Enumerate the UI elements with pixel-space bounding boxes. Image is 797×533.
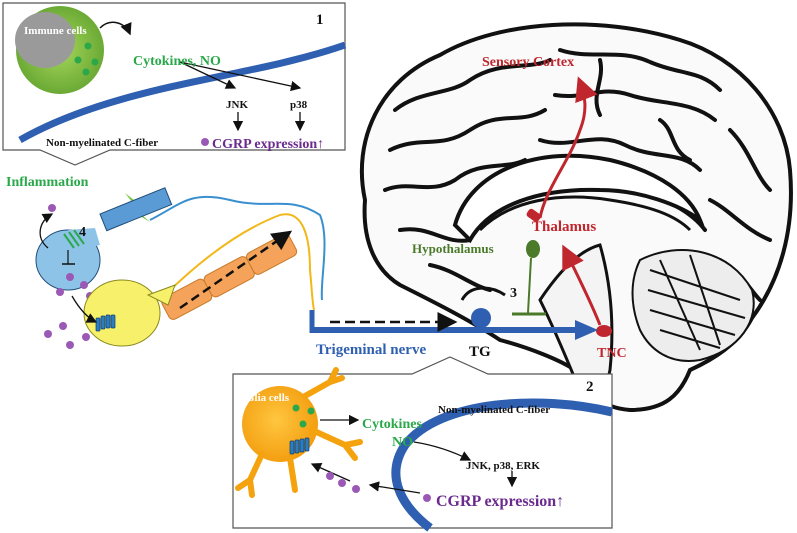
jnk-label: JNK: [226, 99, 248, 111]
p38-label: p38: [290, 99, 308, 111]
panel-1-number: 1: [316, 12, 324, 28]
pathway-number-3: 3: [510, 286, 517, 301]
inflammation-label: Inflammation: [6, 175, 89, 190]
panel-2-number: 2: [586, 379, 594, 395]
panel-2: [232, 356, 614, 532]
cgrp-expression-2: CGRP expression↑: [436, 493, 564, 510]
tg-ganglion: [471, 308, 491, 328]
hypothalamus-label: Hypothalamus: [412, 241, 494, 256]
cgrp-expression-1: CGRP expression↑: [212, 137, 324, 152]
immune-cells-label: Immune cells: [24, 25, 87, 37]
c-fiber-label-1: Non-myelinated C-fiber: [46, 137, 158, 149]
thalamus-label: Thalamus: [532, 219, 596, 235]
pathway-number-4: 4: [79, 225, 86, 240]
brain-illustration: [359, 22, 793, 413]
corpus-callosum: [452, 153, 705, 244]
neuron-illustration: [35, 187, 326, 349]
cytokines-no-label: Cytokines, NO: [133, 54, 221, 69]
glia-cells-label: Glia cells: [246, 392, 290, 404]
panel-1: [2, 2, 347, 166]
trigeminal-nerve-label: Trigeminal nerve: [316, 342, 426, 358]
sensory-cortex-label: Sensory Cortex: [482, 55, 574, 70]
cytokines-label-2: Cytokines: [362, 417, 422, 432]
glia-cell: [235, 367, 363, 498]
no-label-2: NO: [392, 435, 413, 450]
hypothalamus-marker: [526, 240, 540, 258]
tnc-label: TNC: [597, 346, 627, 361]
ascending-pathway: [526, 76, 612, 337]
trigeminal-nerve: [309, 308, 598, 340]
kinases-label: JNK, p38, ERK: [466, 460, 540, 472]
cerebellum: [631, 249, 755, 362]
tg-label: TG: [469, 344, 491, 360]
c-fiber-label-2: Non-myelinated C-fiber: [438, 404, 550, 416]
